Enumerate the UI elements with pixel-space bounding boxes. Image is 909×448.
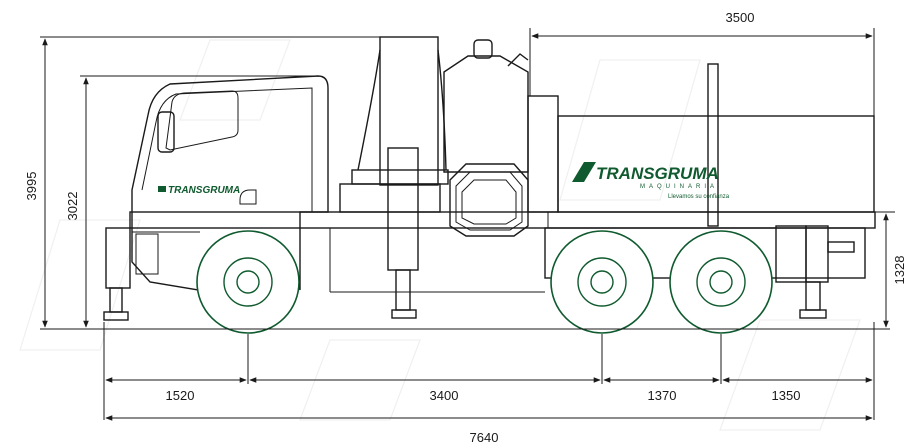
- dim-rear-height: 1328: [892, 256, 907, 285]
- tank-logo-sub: MAQUINARIA: [640, 184, 718, 190]
- crane-outrigger-foot: [391, 309, 417, 319]
- cab-inner-outline: [141, 87, 313, 212]
- rear-bumper: [827, 241, 855, 253]
- rear-stabilizer-foot: [799, 309, 827, 319]
- crane-column: [379, 36, 439, 186]
- rear-wheel-2: [669, 230, 773, 334]
- tank-logo-tagline: Llevamos su confianza: [668, 194, 730, 200]
- dim-cab-height: 3022: [65, 192, 80, 221]
- cab-logo-mark-icon: [158, 186, 166, 192]
- dimension-labels: 3995 3022 3500 1328 1520 3400 1370 1350 …: [24, 10, 907, 445]
- crane-pedestal: [339, 183, 441, 213]
- hopper-body: [443, 55, 529, 173]
- hopper-valve: [507, 53, 529, 67]
- crane-outrigger: [387, 147, 419, 271]
- tank-divider-post: [707, 63, 719, 227]
- cab-logo-text: TRANSGRUMA: [168, 185, 240, 196]
- dim-front-overhang: 1520: [166, 388, 195, 403]
- background-pattern: [19, 39, 861, 431]
- hopper-cap: [473, 39, 493, 59]
- grille: [135, 233, 159, 275]
- front-stabilizer: [105, 227, 131, 289]
- cab-logo: TRANSGRUMA: [158, 185, 240, 196]
- dim-tank-length: 3500: [726, 10, 755, 25]
- dim-tandem-spacing: 1370: [648, 388, 677, 403]
- door-handle: [239, 189, 257, 205]
- rear-wheel-1: [550, 230, 654, 334]
- crane-outrigger-leg: [395, 269, 411, 311]
- tank-logo-mark-icon: [572, 162, 596, 182]
- front-stabilizer-foot: [103, 311, 129, 321]
- rear-stabilizer-leg: [805, 281, 821, 311]
- dim-wheelbase: 3400: [430, 388, 459, 403]
- dim-overall-length: 7640: [470, 430, 499, 445]
- crane-base: [351, 169, 449, 185]
- front-wheel: [196, 230, 300, 334]
- chassis-frame: [129, 211, 876, 229]
- cab-window: [165, 90, 239, 151]
- tank: [557, 115, 875, 213]
- hopper-bellows-outer: [449, 163, 529, 237]
- crane-arm-right: [437, 49, 447, 171]
- dim-overall-height: 3995: [24, 172, 39, 201]
- hopper-bellows-inner: [461, 179, 517, 225]
- rear-toolbox: [775, 225, 807, 283]
- tank-logo-text: TRANSGRUMA: [596, 164, 719, 183]
- dim-rear-overhang: 1350: [772, 388, 801, 403]
- hopper-bellows-mid: [455, 171, 523, 231]
- side-mirror: [157, 111, 175, 153]
- truck: [103, 36, 876, 334]
- hopper-side-box: [527, 95, 559, 213]
- rear-light-box: [805, 225, 829, 283]
- dimension-lines: [40, 28, 895, 421]
- tank-logo: TRANSGRUMA MAQUINARIA Llevamos su confia…: [572, 162, 730, 200]
- crane-arm-left: [357, 49, 381, 171]
